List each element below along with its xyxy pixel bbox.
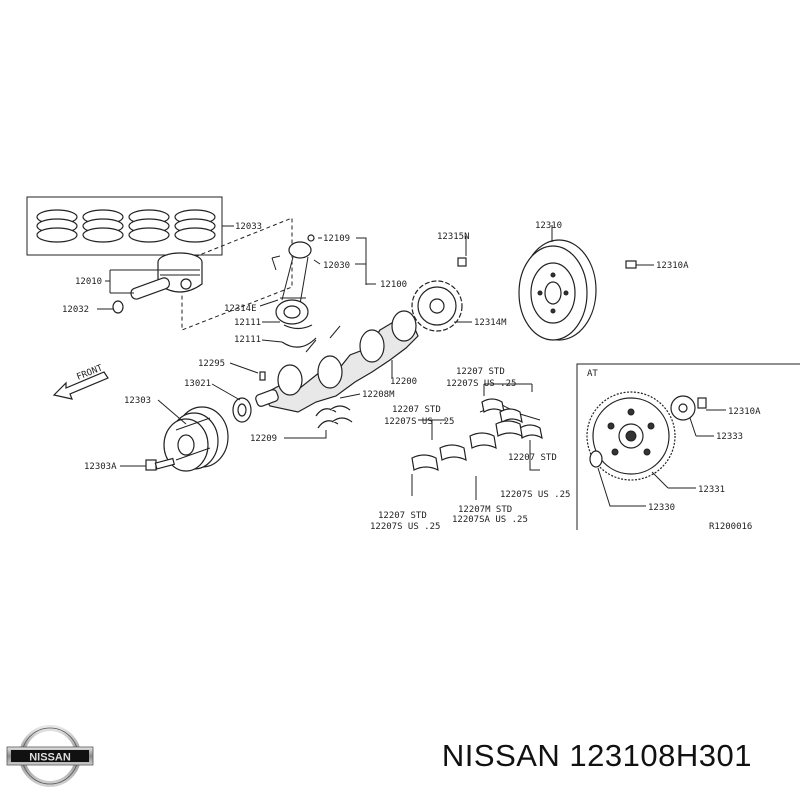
std-upper-mid-1: 12207 STD: [392, 405, 441, 415]
label-12033: 12033: [235, 222, 262, 232]
main-bearings-upper: [479, 398, 543, 440]
drive-plate: [586, 391, 676, 481]
label-12303: 12303: [124, 396, 151, 406]
sprocket-bolt: [457, 257, 467, 267]
at-bolt: [697, 397, 707, 409]
label-12010: 12010: [75, 277, 102, 287]
logo-text: NISSAN: [29, 752, 71, 764]
piston-rings-group: 12033: [26, 196, 262, 256]
label-12315N: 12315N: [437, 232, 470, 242]
at-inset: AT 12310A 12333 12331 1: [576, 363, 800, 530]
front-arrow: FRONT: [52, 363, 109, 400]
label-12314E: 12314E: [224, 304, 257, 314]
label-12310A: 12310A: [656, 261, 689, 271]
label-12303A: 12303A: [84, 462, 117, 472]
label-12109: 12109: [323, 234, 350, 244]
nissan-logo: NISSAN: [6, 725, 94, 787]
part-number-caption: NISSAN 123108H301: [441, 738, 752, 773]
crank-sprocket: [411, 280, 463, 332]
at-label-12333: 12333: [716, 432, 743, 442]
label-12209: 12209: [250, 434, 277, 444]
brand-footer: NISSAN NISSAN 123108H301: [0, 718, 800, 800]
label-12030: 12030: [323, 261, 350, 271]
std-lower-left-2: 12207S US .25: [370, 522, 440, 532]
snap-ring: [112, 300, 124, 314]
std-lower-left-1: 12207 STD: [378, 511, 427, 521]
at-label-12310A: 12310A: [728, 407, 761, 417]
std-lower-mid-1: 12207M STD: [458, 505, 512, 515]
label-12100: 12100: [380, 280, 407, 290]
label-12200: 12200: [390, 377, 417, 387]
rod-bolt: [307, 234, 315, 242]
label-12314M: 12314M: [474, 318, 507, 328]
std-right-1: 12207 STD: [508, 453, 557, 463]
reference-code: R1200016: [709, 522, 752, 532]
piston-ring-set-3: [128, 209, 170, 243]
std-upper-mid-2: 12207S US .25: [384, 417, 454, 427]
flywheel: [518, 239, 597, 341]
at-label: AT: [587, 369, 598, 379]
piston-assembly-outline: [181, 217, 293, 331]
parts-diagram: 12033 12010 12032 12109 12030 12100 1231…: [26, 196, 800, 532]
at-label-12331: 12331: [698, 485, 725, 495]
flywheel-bolt: [625, 260, 637, 269]
piston-ring-set-1: [36, 209, 78, 243]
std-lower-mid-2: 12207SA US .25: [452, 515, 528, 525]
connecting-rod: [275, 241, 312, 325]
piston-ring-set-2: [82, 209, 124, 243]
std-upper-right-1: 12207 STD: [456, 367, 505, 377]
crank-pulley: [163, 406, 229, 472]
crank-key: [259, 371, 266, 381]
rod-bearing-lower: [281, 337, 317, 348]
front-oil-seal: [232, 397, 252, 423]
label-12208M: 12208M: [362, 390, 395, 400]
rod-bearing-upper: [283, 324, 313, 330]
at-label-12330: 12330: [648, 503, 675, 513]
thrust-washers: [315, 405, 353, 429]
main-bearings-lower: [411, 420, 523, 472]
pulley-bolt: [145, 457, 176, 471]
at-spacer: [670, 395, 696, 421]
std-right-2: 12207S US .25: [500, 490, 570, 500]
label-12310: 12310: [535, 221, 562, 231]
label-12111-b: 12111: [234, 335, 261, 345]
label-12111-a: 12111: [234, 318, 261, 328]
crankshaft: [255, 310, 419, 413]
at-reinforcement: [589, 450, 603, 468]
label-12295: 12295: [198, 359, 225, 369]
piston-ring-set-4: [174, 209, 216, 243]
piston-pin: [130, 277, 171, 300]
label-13021: 13021: [184, 379, 211, 389]
std-upper-right-2: 12207S US .25: [446, 379, 516, 389]
label-12032: 12032: [62, 305, 89, 315]
